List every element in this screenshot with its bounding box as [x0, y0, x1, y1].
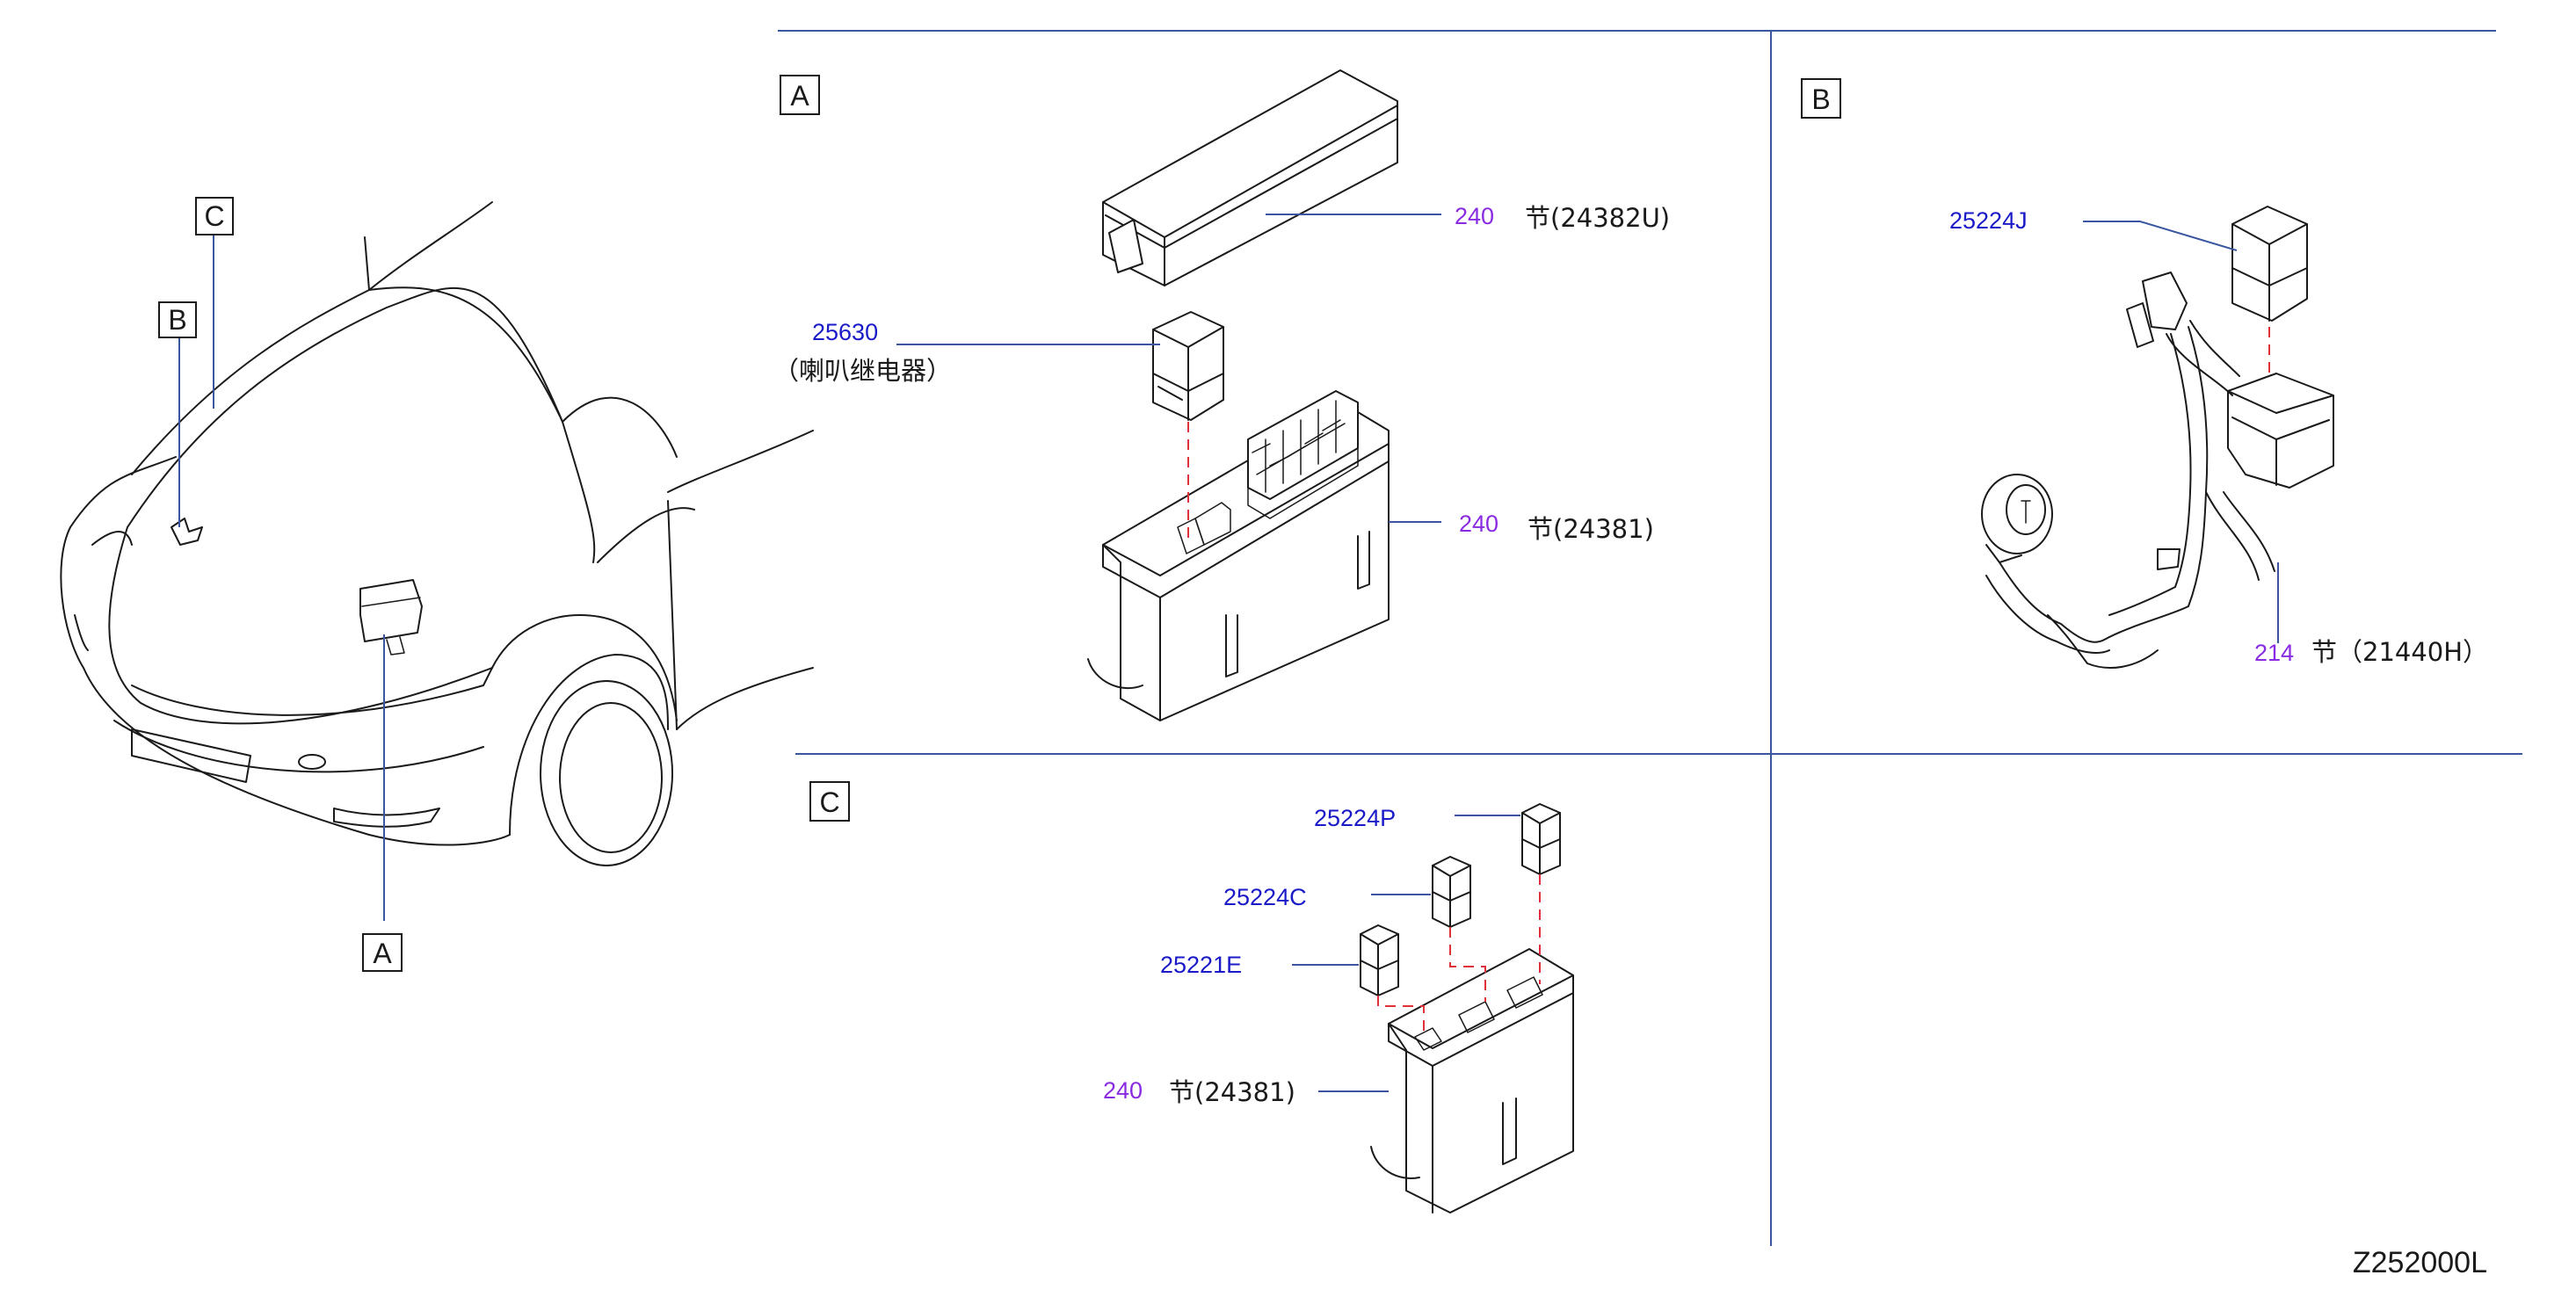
svg-text:240: 240	[1103, 1077, 1143, 1104]
callout-fuse-box: 240 节(24381)	[1459, 511, 1654, 544]
diagram-code: Z252000L	[2353, 1246, 2487, 1279]
fuse-box-marker	[359, 579, 423, 656]
section-c-tag: C	[809, 781, 850, 822]
overview-tag-b: B	[158, 301, 197, 338]
svg-text:25224J: 25224J	[1949, 207, 2028, 234]
callout-relay-b: 25224J	[1949, 207, 2028, 234]
callout-relay-c-p: 25224P	[1314, 805, 1396, 831]
svg-text:B: B	[1811, 83, 1830, 115]
callout-fuse-box-c: 240 节(24381)	[1103, 1077, 1295, 1107]
callout-relay-c-e: 25221E	[1160, 952, 1242, 978]
svg-text:B: B	[168, 304, 186, 336]
svg-text:（喇叭继电器）: （喇叭继电器）	[773, 356, 952, 386]
section-b-tag: B	[1801, 78, 1841, 119]
callout-fuse-cover: 240 节(24382U)	[1455, 203, 1670, 233]
svg-text:节(24382U): 节(24382U)	[1525, 203, 1670, 233]
overview-tag-a: A	[362, 933, 403, 972]
relay-c-c	[1432, 856, 1471, 928]
svg-text:节(24381): 节(24381)	[1169, 1077, 1295, 1107]
svg-text:节（21440H）: 节（21440H）	[2311, 637, 2488, 667]
section-a-tag: A	[780, 75, 820, 115]
svg-text:25630: 25630	[812, 319, 878, 345]
fuse-box-cover	[1102, 69, 1398, 286]
vehicle-overview	[60, 201, 814, 866]
svg-text:214: 214	[2254, 640, 2294, 666]
svg-text:25221E: 25221E	[1160, 952, 1242, 978]
svg-text:240: 240	[1455, 203, 1494, 229]
wire-harness	[1981, 272, 2334, 669]
section-c-leaders	[1292, 815, 1520, 1092]
relay-c-e	[1360, 924, 1399, 996]
svg-text:C: C	[204, 200, 224, 232]
svg-text:C: C	[819, 786, 839, 818]
svg-text:240: 240	[1459, 511, 1498, 537]
callout-relay-c-c: 25224C	[1223, 884, 1307, 910]
section-a-leaders	[896, 214, 1441, 523]
svg-text:25224C: 25224C	[1223, 884, 1307, 910]
svg-text:A: A	[790, 80, 809, 112]
overview-leaders	[178, 235, 385, 921]
horn-relay	[1152, 311, 1224, 421]
section-frame	[778, 30, 2522, 1246]
relay-c-p	[1521, 803, 1561, 875]
callout-harness: 214 节（21440H）	[2254, 637, 2488, 667]
svg-text:A: A	[373, 938, 392, 969]
section-b-leaders	[2083, 221, 2279, 643]
relay-b	[2231, 206, 2308, 322]
fuse-box-c	[1370, 948, 1574, 1213]
assembly-lines-c	[1377, 874, 1541, 1032]
fuse-box-body	[1087, 390, 1390, 721]
svg-text:节(24381): 节(24381)	[1527, 514, 1654, 544]
callout-horn-relay: 25630 （喇叭继电器）	[773, 319, 952, 386]
overview-tag-c: C	[195, 197, 234, 235]
svg-text:25224P: 25224P	[1314, 805, 1396, 831]
